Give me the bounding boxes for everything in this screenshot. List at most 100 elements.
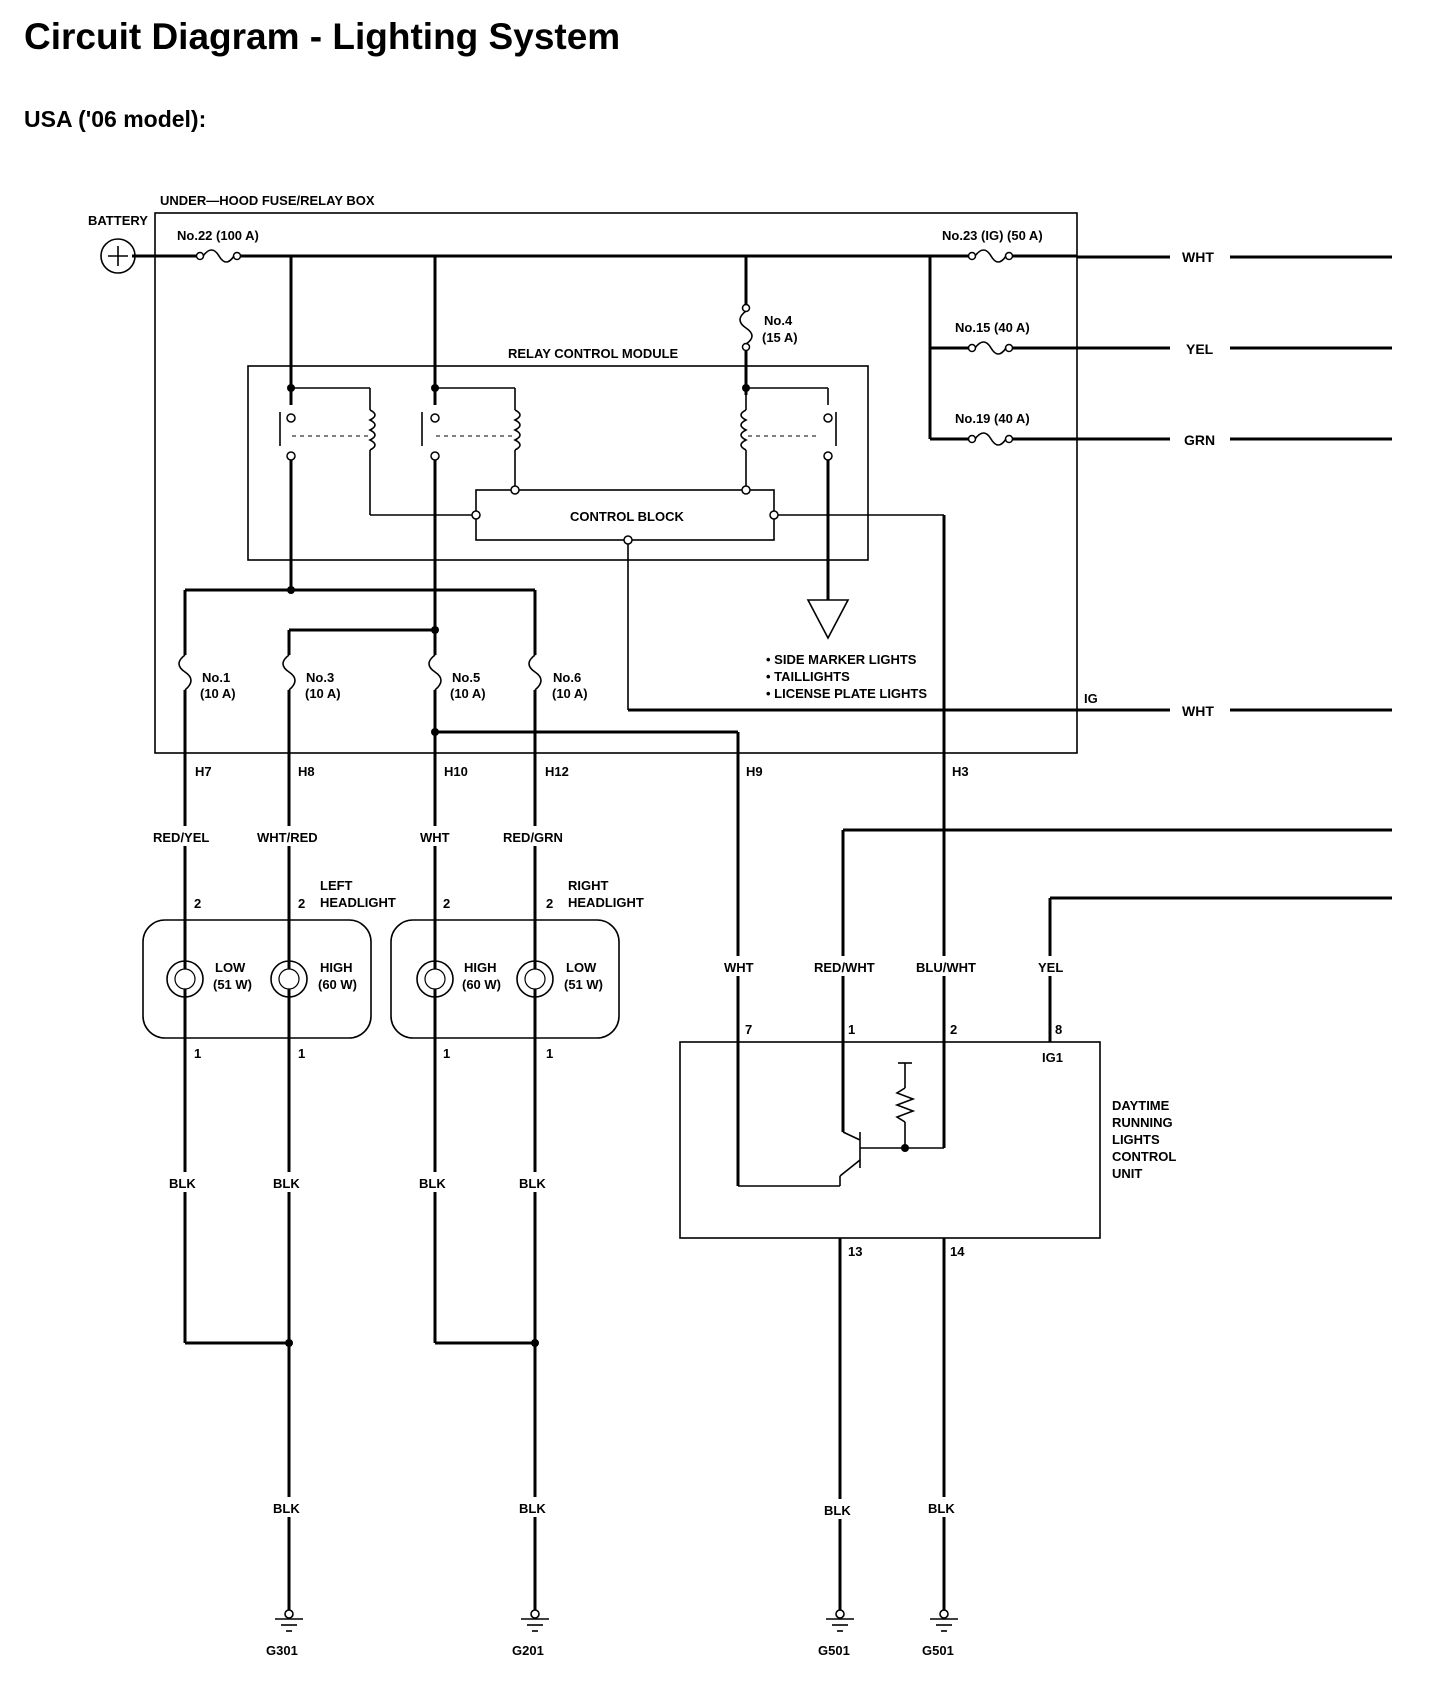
pin-number: 14 [950,1244,965,1259]
connector-label: H12 [545,764,569,779]
connector-label: H3 [952,764,969,779]
wire-label: RED/WHT [814,960,875,975]
wire-label: RED/GRN [503,830,563,845]
relay-2 [421,387,521,490]
right-headlight-label: RIGHT [568,878,609,893]
output-wire-label: WHT [1182,249,1214,265]
drl-unit-label: CONTROL [1112,1149,1176,1164]
left-headlight-label: HEADLIGHT [320,895,396,910]
fuse-no4-label: (15 A) [762,330,798,345]
small-fuse-labels: No.1 (10 A) No.3 (10 A) No.5 (10 A) No.6… [200,670,588,701]
load-item: • TAILLIGHTS [766,669,850,684]
output-wire-label: GRN [1184,432,1215,448]
pin-number: 2 [950,1022,957,1037]
ground-wire-label: BLK [824,1503,851,1518]
connector-labels: H7 H8 H10 H12 H9 H3 [195,764,969,779]
main-bus [132,254,1392,259]
ground-g501-symbol [930,1609,958,1632]
fuse-no5-label: No.5 [452,670,480,685]
fuse-no3-label: No.3 [306,670,334,685]
headlight-ground-wires [185,1339,539,1347]
drl-unit-label: DAYTIME [1112,1098,1170,1113]
left-low-beam-bulb [166,960,204,998]
ground-wire-label: BLK [169,1176,196,1191]
drl-input-wires [841,828,1392,1149]
fuse-no3-label: (10 A) [305,686,341,701]
fuse-no19-branch [930,432,1392,446]
pin-number: 2 [298,896,305,911]
drl-resistor [894,1062,916,1148]
left-high-beam-label: (60 W) [318,977,357,992]
fuse-no22 [195,249,242,263]
fuse-no4 [739,303,753,395]
left-high-beam-bulb [270,960,308,998]
wire-label: BLU/WHT [916,960,976,975]
fuse-no1-label: No.1 [202,670,230,685]
ig-label: IG [1084,691,1098,706]
wire-color-labels: RED/YEL WHT/RED WHT RED/GRN WHT RED/WHT … [150,826,1066,976]
ground-g301-symbol [275,1609,303,1632]
ground-point-label: G301 [266,1643,298,1658]
fuse-no1-label: (10 A) [200,686,236,701]
drl-unit-label: LIGHTS [1112,1132,1160,1147]
fuse-feeds [183,460,537,655]
wire-label: RED/YEL [153,830,209,845]
ground-wire-label: BLK [928,1501,955,1516]
fuse-no3 [282,654,296,1610]
output-wire-label: YEL [1186,341,1214,357]
control-block-label: CONTROL BLOCK [570,509,684,524]
pin-number: 1 [443,1046,450,1061]
wire-label: YEL [1038,960,1063,975]
right-high-beam-label: HIGH [464,960,497,975]
pin-number: 1 [194,1046,201,1061]
fuse-no15-label: No.15 (40 A) [955,320,1030,335]
fuse-box-label: UNDER—HOOD FUSE/RELAY BOX [160,193,375,208]
drl-transistor [839,1131,909,1186]
ground-point-label: G501 [922,1643,954,1658]
drl-ground-wires [838,1238,946,1610]
ground-point-label: G501 [818,1643,850,1658]
ground-wire-label: BLK [419,1176,446,1191]
ground-wire-label: BLK [519,1501,546,1516]
relay-control-module [247,365,869,561]
load-item: • SIDE MARKER LIGHTS [766,652,917,667]
relay-module-label: RELAY CONTROL MODULE [508,346,679,361]
ground-wire-label: BLK [273,1176,300,1191]
pin-number: 13 [848,1244,862,1259]
pin-number: 2 [194,896,201,911]
ground-wire-labels: BLK BLK BLK BLK BLK BLK BLK BLK [166,1172,961,1519]
battery-label: BATTERY [88,213,148,228]
fuse-no6 [528,654,542,1610]
fuse-no6-label: (10 A) [552,686,588,701]
pin-number: 2 [443,896,450,911]
right-high-beam-label: (60 W) [462,977,501,992]
output-wire-label: WHT [1182,703,1214,719]
fuse-no5 [428,654,442,1343]
drl-unit-label: RUNNING [1112,1115,1173,1130]
connector-label: H9 [746,764,763,779]
fuse-no5-label: (10 A) [450,686,486,701]
load-list: • SIDE MARKER LIGHTS • TAILLIGHTS • LICE… [766,652,927,701]
relay-1 [279,387,476,590]
fuse-no23 [967,249,1014,263]
h9-wire [431,728,840,1187]
fuse-no23-label: No.23 (IG) (50 A) [942,228,1043,243]
right-low-beam-bulb [516,960,554,998]
wire-label: WHT/RED [257,830,318,845]
ground-point-label: G201 [512,1643,544,1658]
relay-3 [740,387,837,600]
bus-drops [289,256,748,388]
headlight-labels: LEFT HEADLIGHT LOW (51 W) HIGH (60 W) RI… [213,878,644,992]
drl-unit-label: UNIT [1112,1166,1142,1181]
fuse-box-labels: UNDER—HOOD FUSE/RELAY BOX BATTERY No.22 … [88,193,1098,706]
pin-numbers: 2 2 2 2 1 1 1 1 7 1 2 8 13 14 [194,896,1062,1259]
connector-label: H8 [298,764,315,779]
model-subtitle: USA ('06 model): [24,106,207,132]
right-high-beam-bulb [416,960,454,998]
right-headlight-label: HEADLIGHT [568,895,644,910]
pin-number: 8 [1055,1022,1062,1037]
left-low-beam-label: LOW [215,960,246,975]
ground-wire-label: BLK [273,1501,300,1516]
connector-label: H10 [444,764,468,779]
page-title: Circuit Diagram - Lighting System [24,16,621,57]
